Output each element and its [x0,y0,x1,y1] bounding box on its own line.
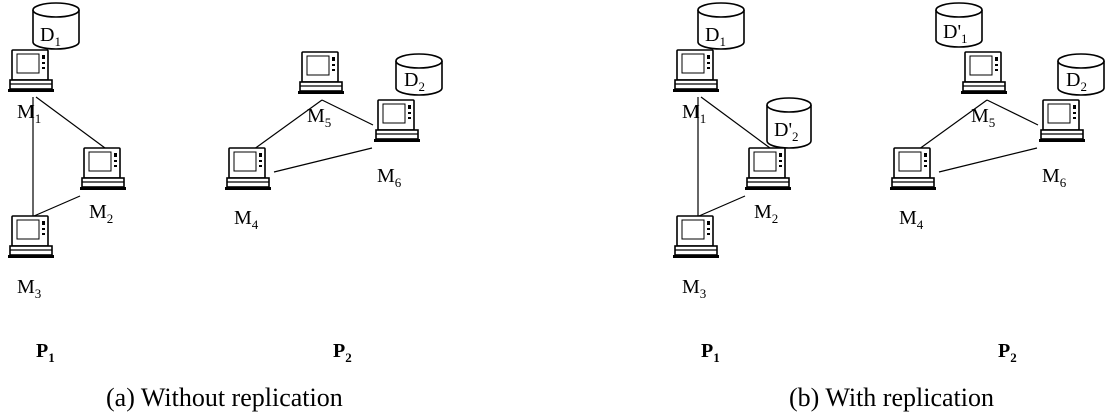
link-m5-m6 [986,99,1039,126]
database-icon [766,97,812,149]
machine-label: M4 [899,207,924,232]
computer-icon [373,99,421,143]
database-label: D2 [404,69,425,94]
computer-icon [672,49,720,93]
partition-label: P2 [998,340,1017,365]
computer-icon [224,147,272,191]
computer-icon [7,215,55,259]
computer-icon [79,147,127,191]
link-m2-m3 [33,195,81,217]
database-label: D1 [705,24,726,49]
database-icon [395,53,443,96]
panel-b: D1 D'2 D'1 D2 M1 M2 M3 M4 M5 M6 [672,2,1105,412]
machine-label: M1 [682,101,706,126]
partition-label: P2 [333,340,352,365]
computer-icon [960,51,1008,95]
machine-label: M3 [17,276,41,301]
computer-icon [889,147,937,191]
computer-icon [1038,99,1086,143]
partition-label: P1 [701,340,720,365]
partition-label: P1 [36,340,55,365]
machine-label: M6 [377,165,402,190]
computer-icon [7,49,55,93]
database-label: D2 [1066,69,1087,94]
machine-label: M5 [971,105,995,130]
link-m1-m2 [35,96,106,149]
machine-label: M1 [17,101,41,126]
machine-label: M4 [234,207,259,232]
panel-a-links [32,96,374,217]
database-label: D'1 [943,21,968,46]
machine-label: M3 [682,276,706,301]
database-label: D1 [40,24,61,49]
machine-label: M2 [754,201,778,226]
link-m4-m6 [273,147,373,173]
link-m5-m4 [914,99,988,153]
database-icon [697,2,745,50]
link-m5-m4 [249,99,323,153]
panel-a: D1 D2 M1 M2 M3 M4 M5 M6 P1 P2 (a) Withou… [7,2,443,412]
link-m2-m3 [698,195,746,217]
machine-label: M5 [307,105,331,130]
panel-caption: (b) With replication [789,383,994,412]
computer-icon [297,51,345,95]
machine-label: M2 [89,201,113,226]
database-icon [935,2,983,48]
database-icon [1057,53,1105,96]
machine-label: M6 [1042,165,1067,190]
panel-b-links [697,96,1039,217]
panel-caption: (a) Without replication [106,383,343,412]
database-icon [32,2,80,50]
database-label: D'2 [774,119,799,144]
computer-icon [744,147,792,191]
link-m5-m6 [321,99,374,126]
computer-icon [672,215,720,259]
link-m4-m6 [938,147,1038,173]
link-m1-m2 [700,96,771,149]
